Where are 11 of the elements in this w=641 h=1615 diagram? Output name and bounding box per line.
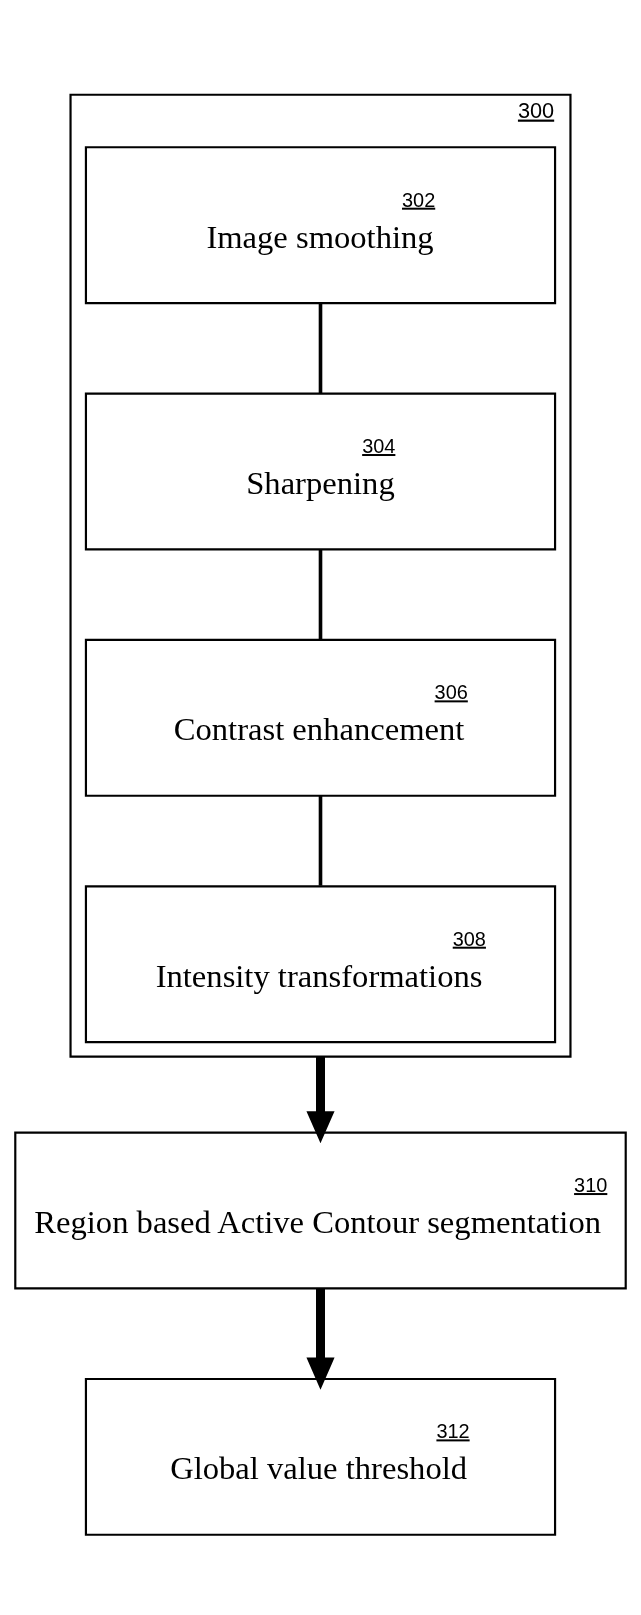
node-box: 308 Intensity transformations [84, 885, 557, 1044]
arrow [306, 1288, 335, 1390]
node-box: 304 Sharpening [84, 392, 557, 551]
connector [318, 549, 323, 640]
node-box: 306 Contrast enhancement [84, 638, 557, 797]
node-box: 302 Image smoothing [84, 146, 557, 305]
node-box: 310 Region based Active Contour segmentation [14, 1131, 627, 1290]
connector [318, 303, 323, 393]
connector [318, 795, 323, 886]
arrow [306, 1056, 335, 1144]
node-box: 312 Global value threshold [84, 1377, 557, 1536]
